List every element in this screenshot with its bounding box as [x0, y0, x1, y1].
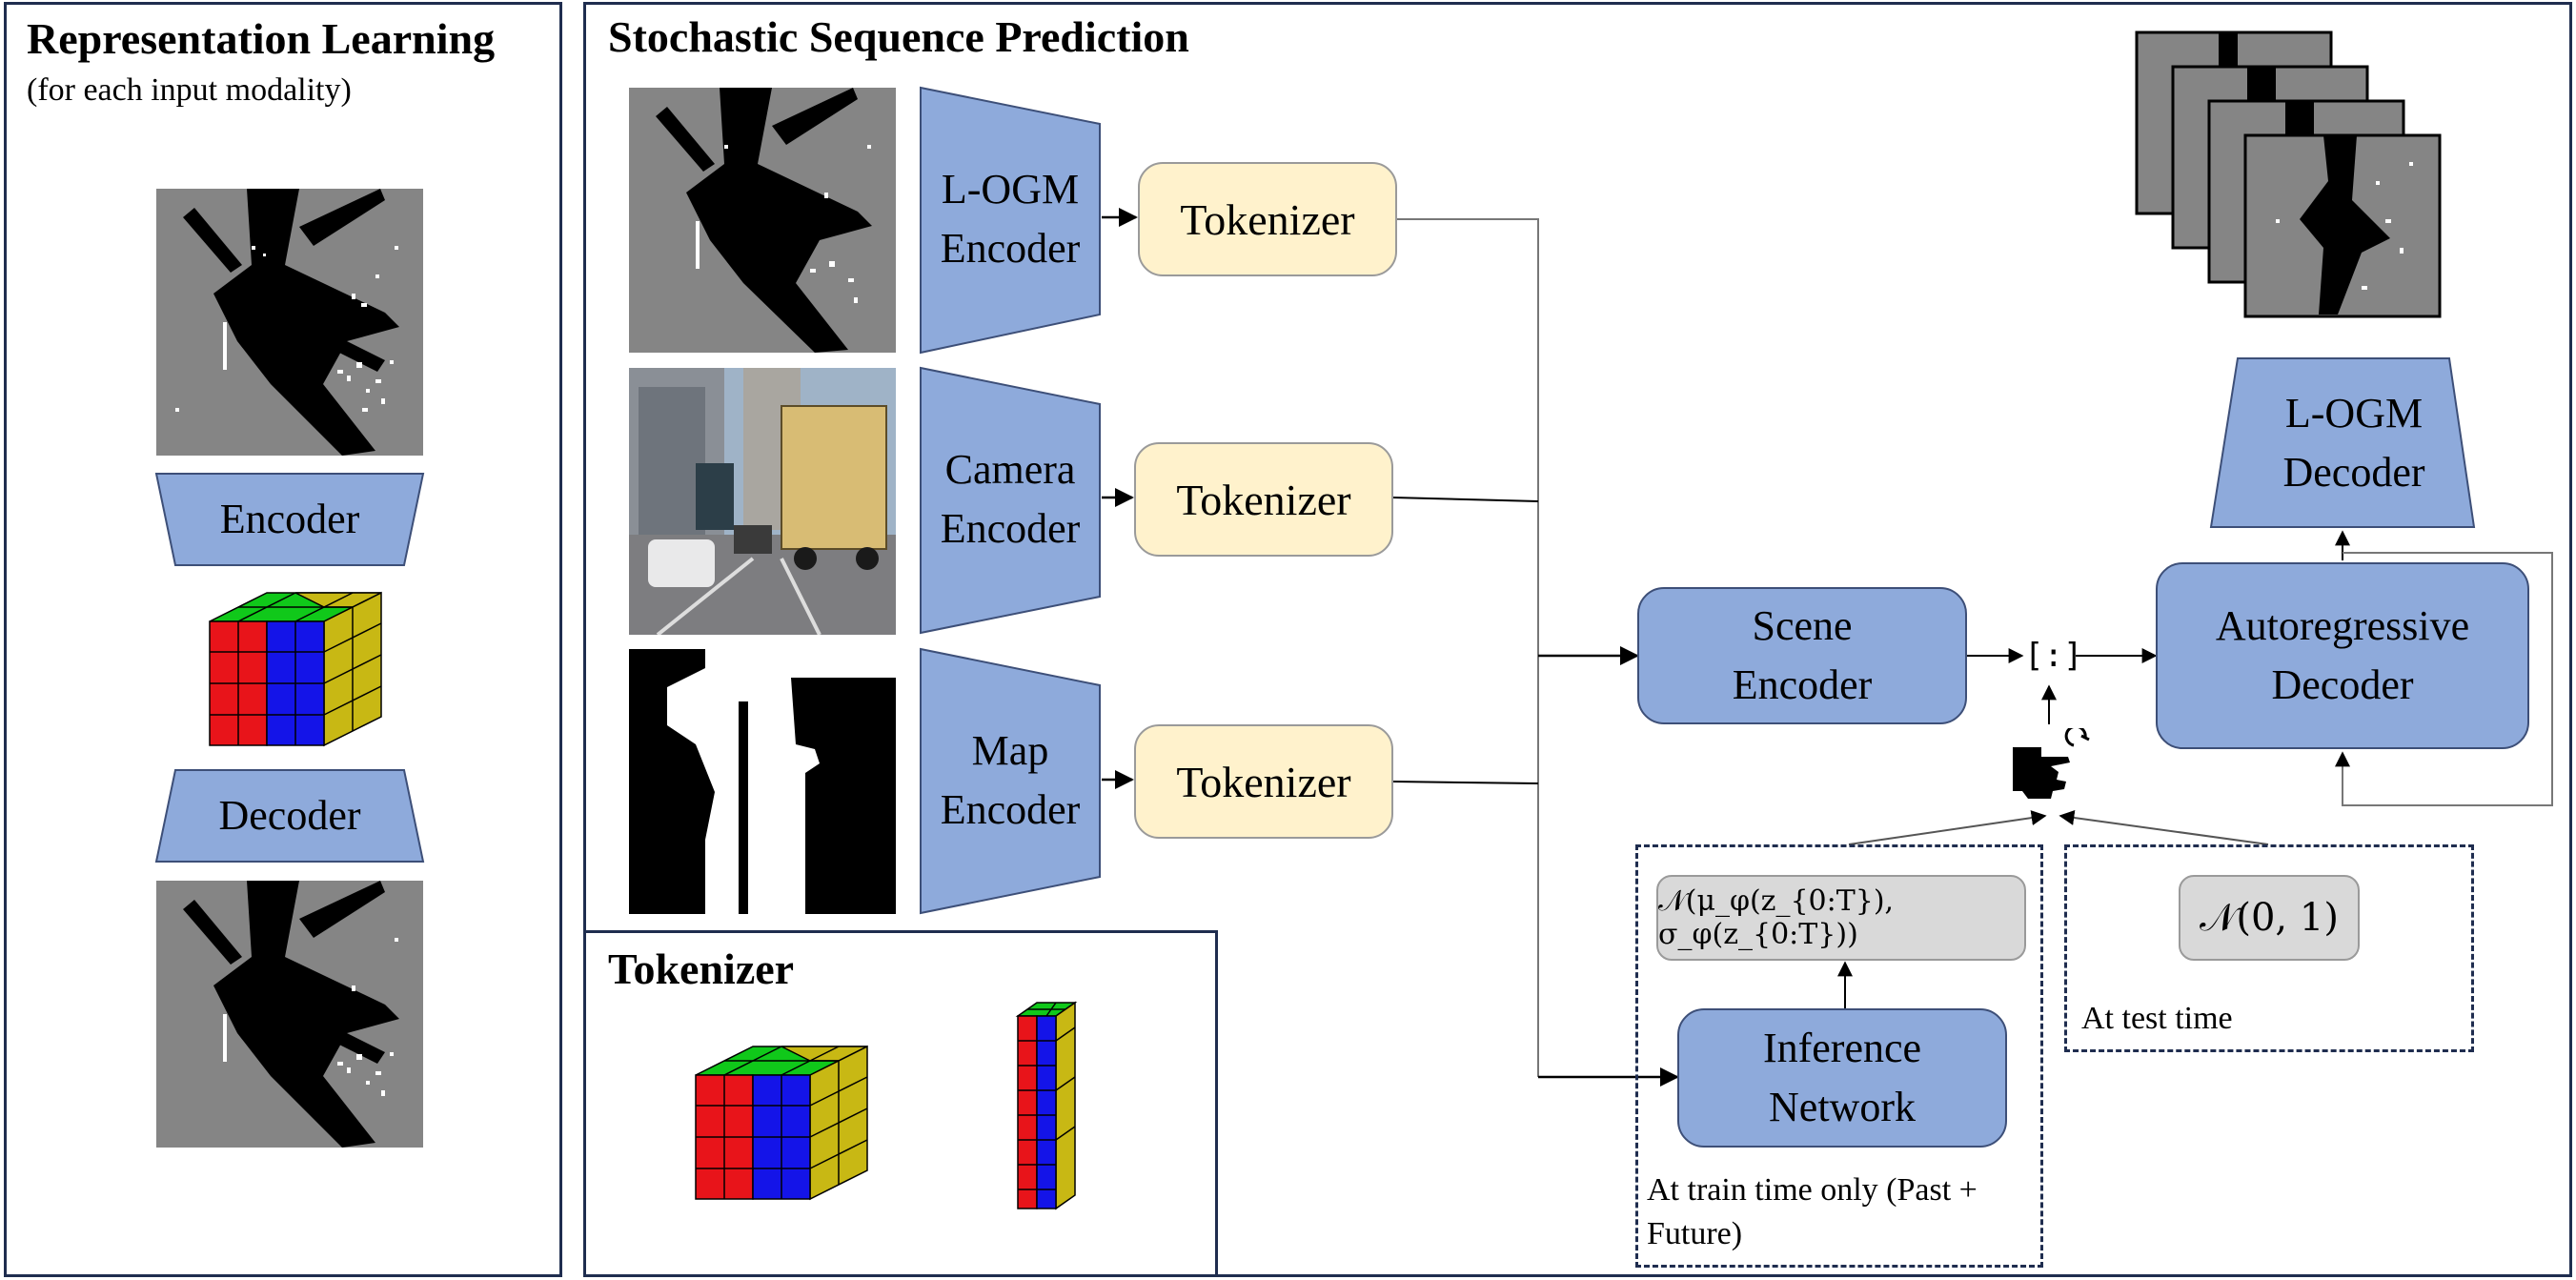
ogm-reconstruction-image	[156, 881, 423, 1148]
logm-decoder-shape	[2209, 357, 2476, 528]
prior-distribution: 𝒩(0, 1)	[2179, 875, 2360, 961]
logm-encoder-shape	[920, 86, 1101, 355]
test-time-region	[2064, 844, 2474, 1052]
ogm-input-image	[156, 189, 423, 456]
tokenizer-panel	[583, 930, 1218, 1277]
map-encoder-shape	[920, 647, 1101, 915]
tokenizer-panel-title: Tokenizer	[608, 945, 795, 993]
sampling-hand-icon	[2001, 724, 2097, 814]
map-input-image	[629, 649, 896, 914]
autoregressive-decoder-box: Autoregressive Decoder	[2156, 562, 2529, 749]
tokenizer-logm: Tokenizer	[1138, 162, 1397, 276]
posterior-distribution: 𝒩(μ_φ(z_{0:T}), σ_φ(z_{0:T}))	[1656, 875, 2026, 961]
rep-encoder-label: Encoder	[219, 496, 360, 543]
tokenizer-map: Tokenizer	[1134, 724, 1393, 839]
latent-cube-icon	[200, 576, 391, 762]
representation-learning-title: Representation Learning	[27, 14, 496, 63]
scene-encoder-box: Scene Encoder	[1637, 587, 1967, 724]
token-column-icon	[1014, 995, 1109, 1214]
inference-network-box: Inference Network	[1677, 1008, 2007, 1148]
rep-decoder-label: Decoder	[218, 792, 361, 840]
camera-encoder-shape	[920, 366, 1101, 635]
sequence-prediction-title: Stochastic Sequence Prediction	[608, 12, 1189, 61]
concat-operator: [:]	[2024, 637, 2083, 675]
representation-learning-subtitle: (for each input modality)	[27, 72, 352, 108]
map-encoder-label: Map Encoder	[940, 727, 1081, 833]
logm-encoder-label: L-OGM Encoder	[940, 166, 1081, 272]
test-time-note: At test time	[2081, 1001, 2233, 1036]
tokenizer-camera: Tokenizer	[1134, 442, 1393, 557]
logm-decoder-label: L-OGM Decoder	[2282, 390, 2425, 496]
camera-encoder-label: Camera Encoder	[940, 446, 1081, 552]
tokenizer-cube-icon	[686, 1029, 877, 1216]
train-time-region	[1635, 844, 2043, 1268]
predicted-ogm-stack	[2133, 29, 2447, 324]
logm-input-image	[629, 88, 896, 353]
train-time-note: At train time only (Past + Future)	[1647, 1172, 1978, 1251]
camera-input-image	[629, 368, 896, 635]
